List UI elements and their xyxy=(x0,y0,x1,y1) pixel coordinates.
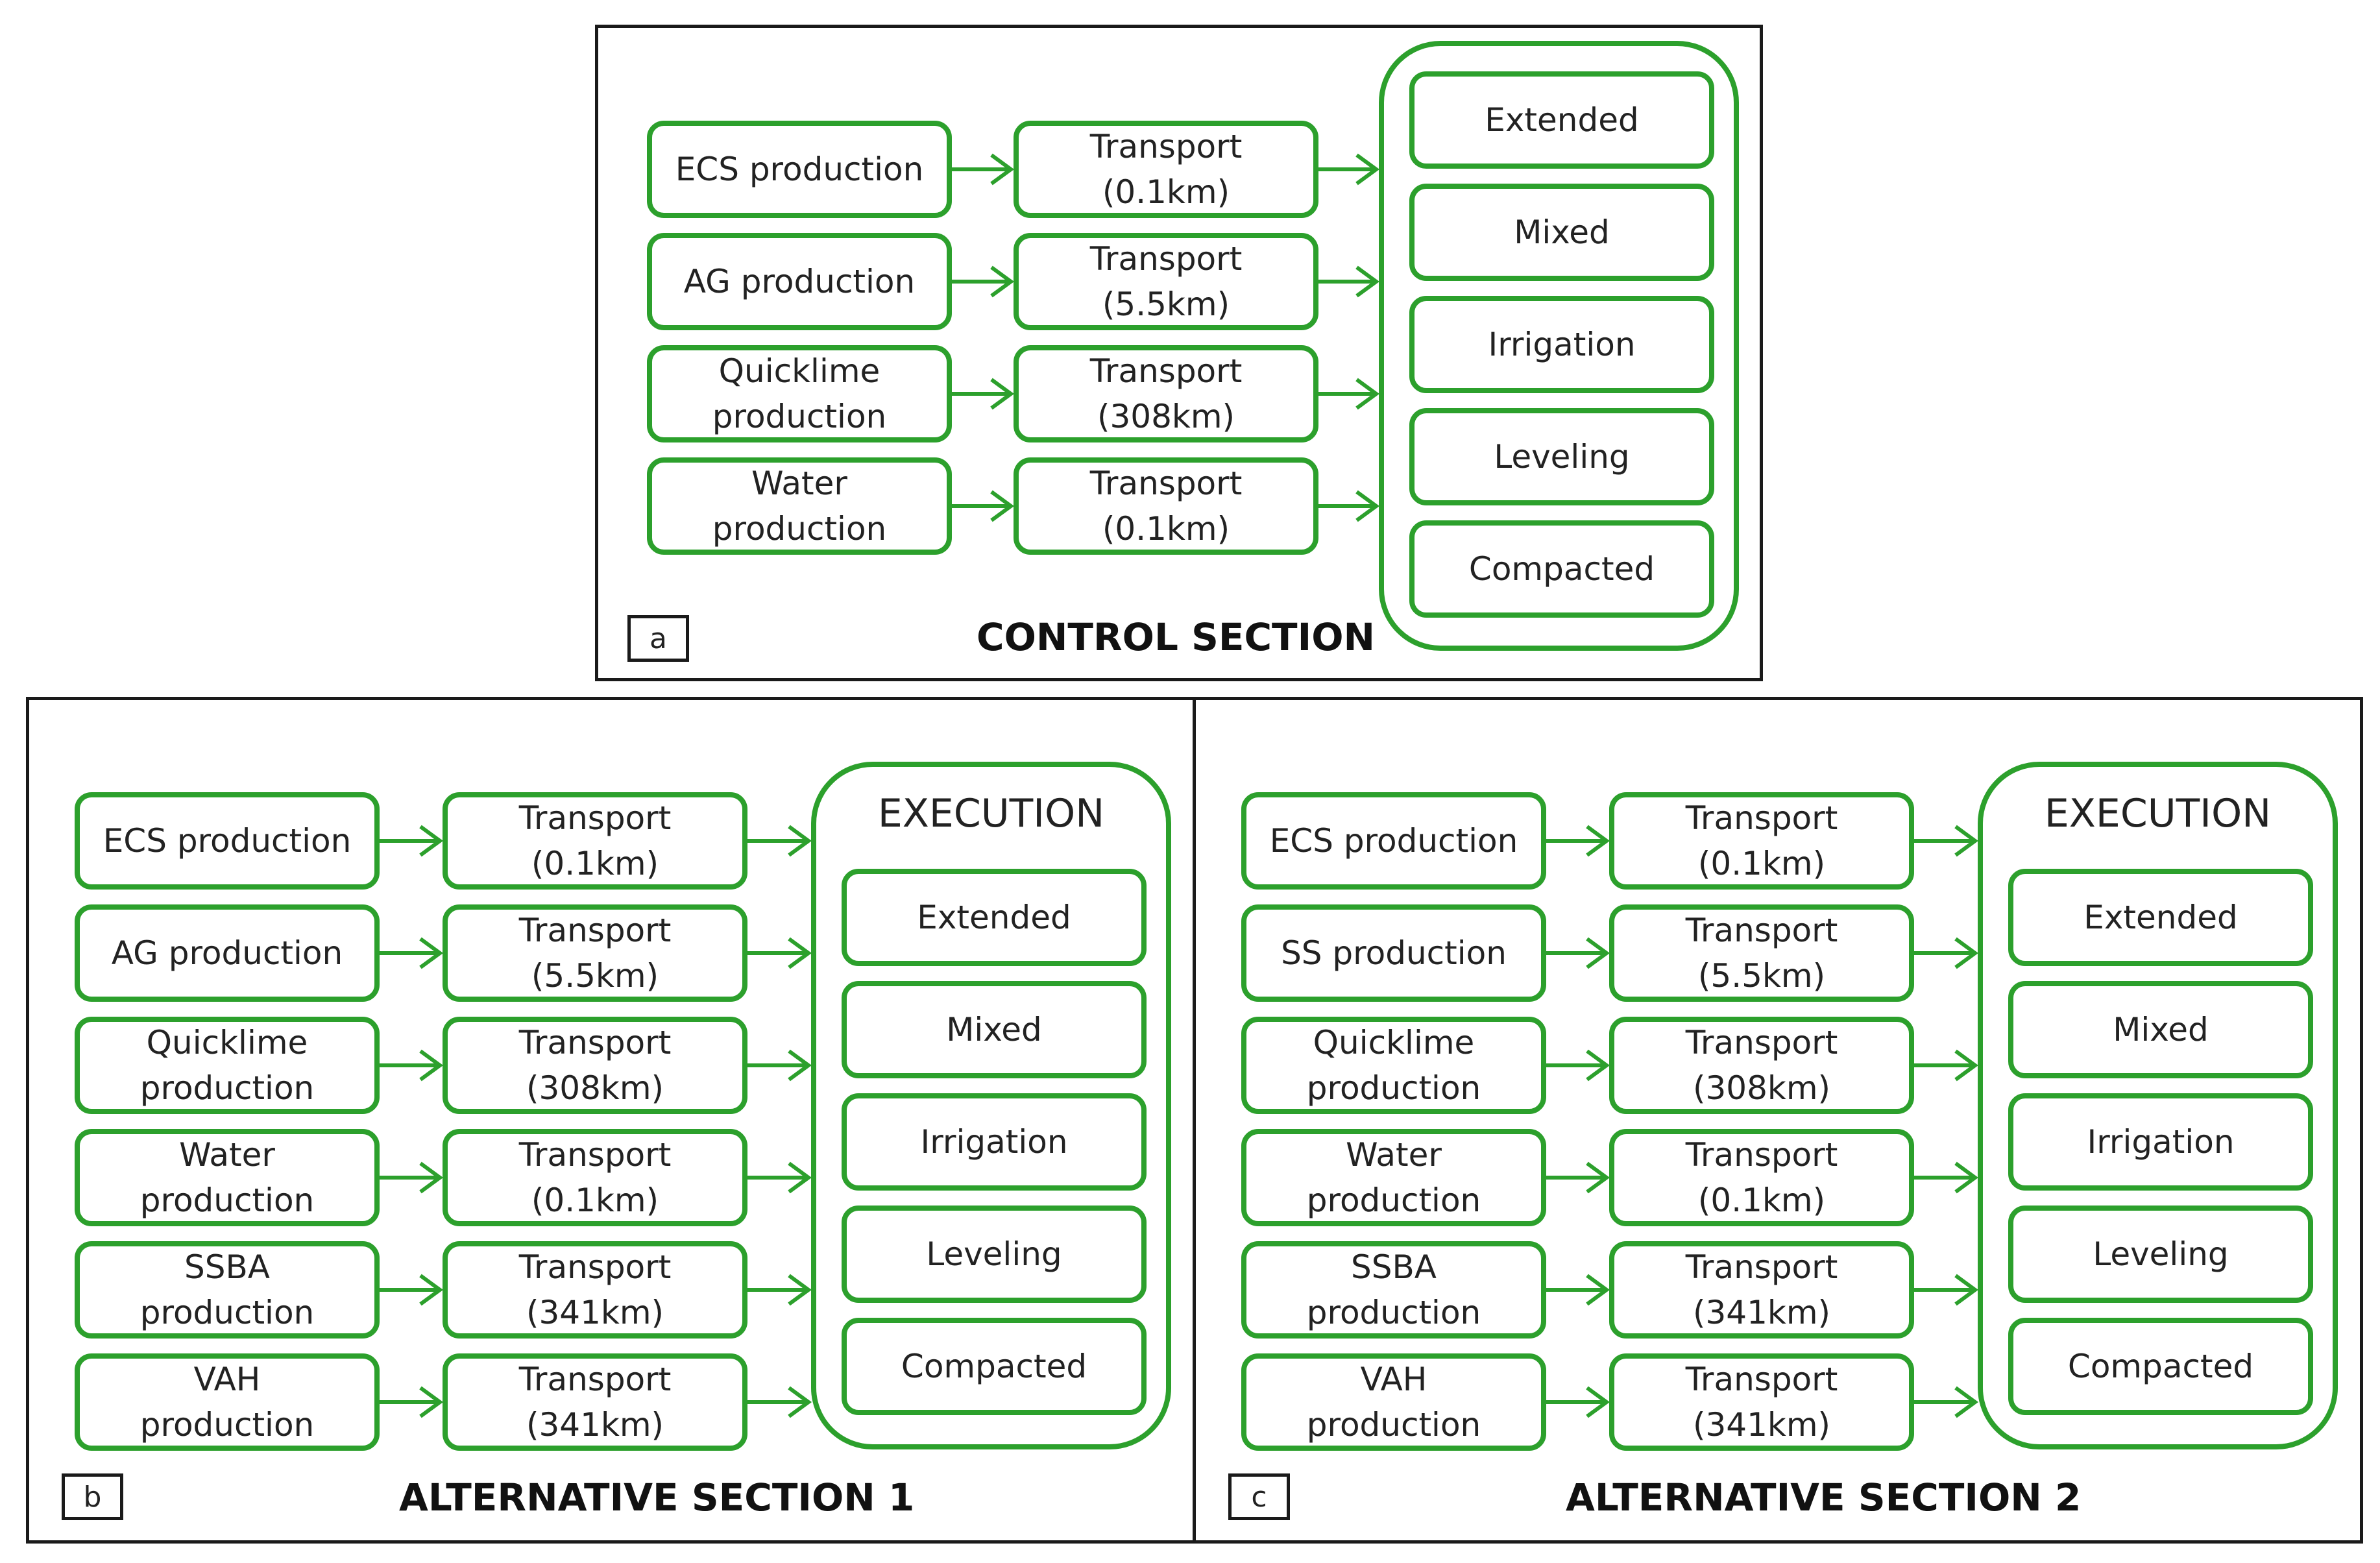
execution-step-box: Compacted xyxy=(842,1318,1147,1415)
source-box: VAH production xyxy=(1241,1353,1546,1451)
source-box: Quicklime production xyxy=(1241,1017,1546,1114)
execution-step-box: Compacted xyxy=(2008,1318,2313,1415)
execution-step-box: Extended xyxy=(2008,869,2313,966)
transport-box: Transport (308km) xyxy=(443,1017,747,1114)
transport-box: Transport (0.1km) xyxy=(1609,1129,1914,1226)
source-box: SSBA production xyxy=(75,1241,380,1339)
transport-box: Transport (341km) xyxy=(443,1353,747,1451)
source-box: Quicklime production xyxy=(647,345,952,442)
transport-box: Transport (5.5km) xyxy=(1014,233,1318,330)
source-box: ECS production xyxy=(75,792,380,890)
execution-step-box: Extended xyxy=(842,869,1147,966)
execution-step-box: Irrigation xyxy=(1409,296,1714,393)
execution-step-box: Mixed xyxy=(2008,981,2313,1078)
execution-step-box: Extended xyxy=(1409,71,1714,169)
source-box: SSBA production xyxy=(1241,1241,1546,1339)
transport-box: Transport (5.5km) xyxy=(1609,904,1914,1002)
execution-container xyxy=(811,762,1171,1449)
execution-container xyxy=(1379,41,1739,651)
transport-box: Transport (341km) xyxy=(443,1241,747,1339)
source-box: ECS production xyxy=(647,121,952,218)
source-box: ECS production xyxy=(1241,792,1546,890)
source-box: Quicklime production xyxy=(75,1017,380,1114)
execution-step-box: Mixed xyxy=(842,981,1147,1078)
source-box: VAH production xyxy=(75,1353,380,1451)
transport-box: Transport (0.1km) xyxy=(1014,457,1318,555)
execution-title: EXECUTION xyxy=(877,791,1105,836)
transport-box: Transport (308km) xyxy=(1014,345,1318,442)
transport-box: Transport (341km) xyxy=(1609,1241,1914,1339)
source-box: Water production xyxy=(75,1129,380,1226)
transport-box: Transport (0.1km) xyxy=(443,1129,747,1226)
panel-title: ALTERNATIVE SECTION 1 xyxy=(399,1475,915,1520)
panel-title: ALTERNATIVE SECTION 2 xyxy=(1566,1475,2082,1520)
transport-box: Transport (5.5km) xyxy=(443,904,747,1002)
transport-box: Transport (0.1km) xyxy=(1609,792,1914,890)
transport-box: Transport (341km) xyxy=(1609,1353,1914,1451)
execution-step-box: Irrigation xyxy=(2008,1093,2313,1191)
source-box: Water production xyxy=(647,457,952,555)
panel-tag: c xyxy=(1228,1473,1290,1520)
panel-tag: a xyxy=(627,615,689,662)
execution-step-box: Compacted xyxy=(1409,520,1714,618)
panel-title: CONTROL SECTION xyxy=(977,615,1376,659)
source-box: SS production xyxy=(1241,904,1546,1002)
transport-box: Transport (308km) xyxy=(1609,1017,1914,1114)
source-box: Water production xyxy=(1241,1129,1546,1226)
execution-step-box: Leveling xyxy=(2008,1206,2313,1303)
panel-alternative-section-1: ECS production AG production Quicklime p… xyxy=(26,697,1196,1544)
execution-step-box: Irrigation xyxy=(842,1093,1147,1191)
execution-step-box: Leveling xyxy=(842,1206,1147,1303)
source-box: AG production xyxy=(647,233,952,330)
execution-step-box: Mixed xyxy=(1409,184,1714,281)
transport-box: Transport (0.1km) xyxy=(1014,121,1318,218)
panel-tag: b xyxy=(62,1473,123,1520)
execution-title: EXECUTION xyxy=(2044,791,2272,836)
transport-box: Transport (0.1km) xyxy=(443,792,747,890)
execution-container xyxy=(1978,762,2338,1449)
execution-step-box: Leveling xyxy=(1409,408,1714,505)
panel-alternative-section-2: ECS production SS production Quicklime p… xyxy=(1193,697,2363,1544)
panel-control-section: ECS production AG production Quicklime p… xyxy=(595,25,1763,681)
source-box: AG production xyxy=(75,904,380,1002)
